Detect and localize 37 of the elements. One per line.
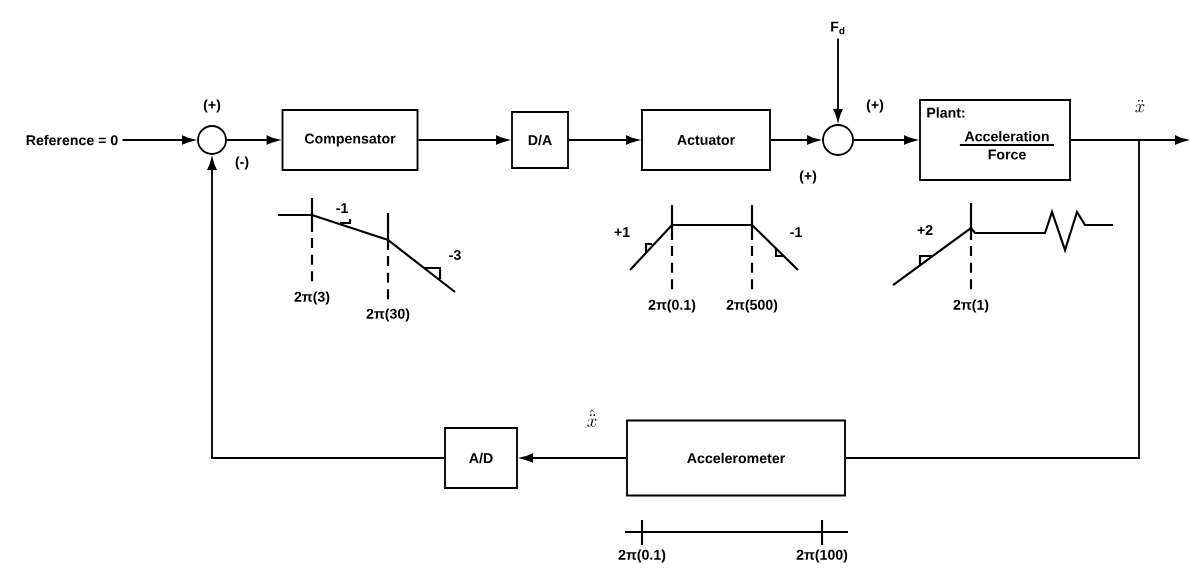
arrow: [417, 135, 508, 145]
arrow: [121, 135, 194, 145]
summing-junction: [197, 125, 227, 155]
arrow: [853, 135, 916, 145]
arrow: [521, 453, 627, 463]
arrow: [207, 158, 445, 459]
arrow: [770, 135, 819, 145]
sign-label: (+): [866, 99, 884, 113]
frequency-label: 2π(100): [796, 549, 848, 563]
signal-label: F$_{d}$: [831, 21, 845, 35]
frequency-label: 2π(0.1): [618, 549, 666, 563]
block-box: Accelerometer: [626, 419, 846, 497]
frequency-label: 2π(1): [953, 299, 989, 313]
arrow: [833, 37, 843, 121]
plant-box: Plant: Acceleration Force: [919, 99, 1071, 181]
frequency-label: 2π(3): [294, 291, 330, 305]
block-box: A/D: [444, 427, 518, 489]
edge-label: $\ddot{x}$: [1133, 98, 1147, 114]
slope-label: -1: [336, 203, 348, 213]
edge-label: $\hat{\ddot{x}}$: [585, 407, 599, 429]
arrow: [568, 135, 638, 145]
frequency-label: 2π(30): [366, 308, 410, 322]
summing-junction: [822, 124, 854, 156]
block-box: Actuator: [641, 109, 771, 171]
frequency-label: 2π(0.1): [648, 299, 696, 313]
arrow: [226, 135, 279, 145]
sign-label: (+): [203, 99, 221, 113]
block-box: Compensator: [281, 109, 419, 171]
frequency-label: 2π(500): [726, 299, 778, 313]
signal-label: Reference = 0: [26, 134, 118, 146]
sign-label: (-): [235, 156, 249, 170]
sign-label: (+): [799, 170, 817, 184]
slope-label: -3: [449, 250, 461, 261]
block-box: D/A: [511, 111, 569, 169]
slope-label: +1: [614, 227, 630, 237]
slope-label: +2: [917, 225, 933, 235]
slope-label: -1: [790, 227, 802, 237]
